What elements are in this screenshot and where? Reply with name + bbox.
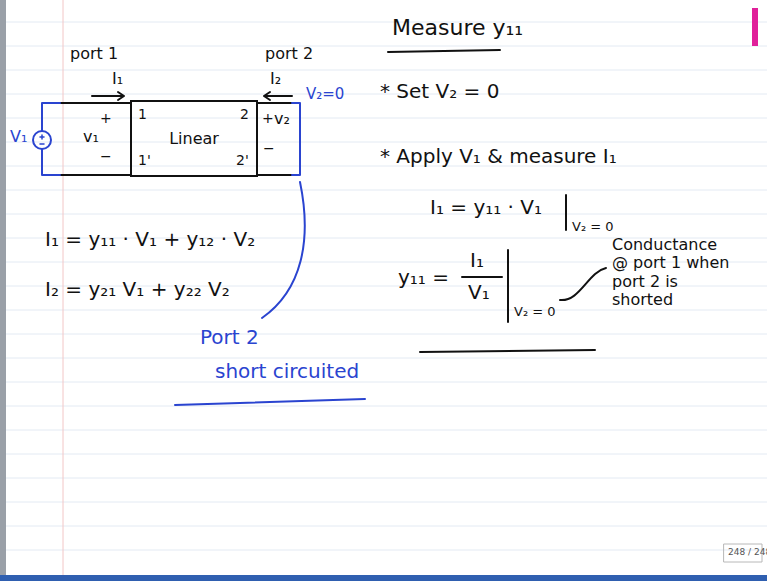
- step: * Apply V₁ & measure I₁: [380, 145, 617, 168]
- evaluation-condition: V₂ = 0: [572, 220, 614, 235]
- terminal-label: 1: [138, 106, 147, 122]
- equation: I₁ = y₁₁ · V₁ + y₁₂ · V₂: [45, 228, 255, 251]
- source-label: V₁: [10, 128, 27, 146]
- equation: I₁ = y₁₁ · V₁: [430, 196, 542, 219]
- annotation: Conductance @ port 1 when port 2 is shor…: [612, 236, 730, 310]
- step: * Set V₂ = 0: [380, 80, 499, 103]
- polarity-sign: −: [100, 148, 112, 164]
- note: short circuited: [215, 360, 359, 383]
- note: Port 2: [200, 326, 259, 349]
- equation: I₂ = y₂₁ V₁ + y₂₂ V₂: [45, 278, 230, 301]
- terminal-label: 2: [240, 106, 249, 122]
- port-name: port 1: [70, 45, 118, 63]
- polarity-sign: +: [100, 110, 112, 126]
- equation: y₁₁ =: [398, 266, 449, 289]
- current-label: I₁: [112, 70, 123, 88]
- current-label: I₂: [270, 70, 281, 88]
- short-condition: V₂=0: [306, 86, 344, 103]
- polarity-sign: −: [263, 140, 275, 156]
- terminal-label: 2': [236, 152, 249, 168]
- heading: Measure y₁₁: [392, 15, 523, 40]
- fraction-denominator: V₁: [468, 281, 490, 304]
- polarity-sign: +: [262, 110, 274, 126]
- page-number: 248 / 248: [728, 547, 767, 557]
- port-name: port 2: [265, 45, 313, 63]
- evaluation-condition: V₂ = 0: [514, 305, 556, 320]
- terminal-label: 1': [138, 152, 151, 168]
- box-label: Linear: [169, 129, 219, 148]
- fraction-numerator: I₁: [470, 249, 484, 272]
- voltage-label: v₁: [83, 128, 99, 146]
- voltage-label: v₂: [274, 110, 290, 128]
